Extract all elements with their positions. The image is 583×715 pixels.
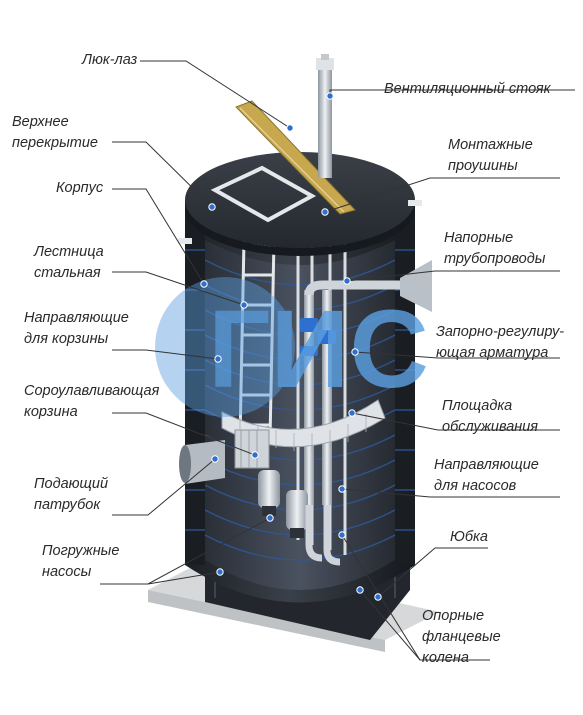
concrete-base-side: [148, 590, 385, 652]
label-hatch: Люк-лаз: [82, 52, 138, 68]
leader-dots: [200, 92, 382, 601]
mounting-lugs: [178, 200, 422, 244]
support-elbows: [305, 505, 341, 566]
label-body: Корпус: [56, 180, 104, 196]
label-vent: Вентиляционный стояк: [384, 81, 551, 97]
vent-stack: [316, 54, 334, 178]
hatch: [210, 100, 356, 223]
leader-lines: [100, 60, 575, 661]
tank-interior: [205, 240, 395, 590]
corrugation-ribs: [204, 259, 396, 561]
label-valves: Запорно-регулиру-ющая арматура: [436, 324, 565, 361]
top-slab-edge: [185, 200, 415, 256]
label-skirt: Юбка: [450, 529, 488, 545]
inlet-pipe: [179, 440, 225, 484]
watermark-logo: ГИС: [155, 277, 429, 417]
shutoff-valves: [300, 318, 336, 356]
submersible-pumps: [258, 470, 308, 538]
pressure-pipelines: [304, 260, 432, 505]
